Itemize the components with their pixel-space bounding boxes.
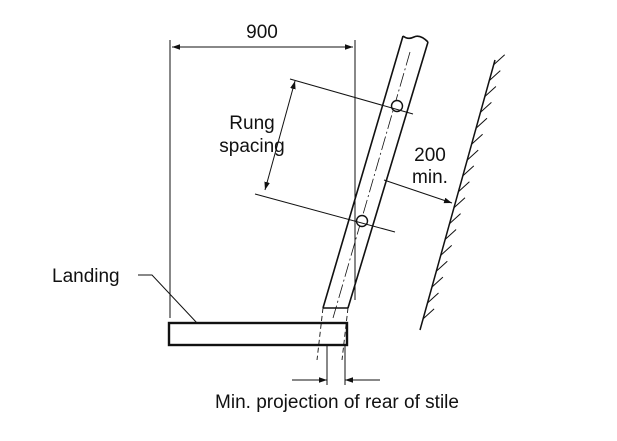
rung-lower bbox=[355, 214, 369, 228]
landing-platform bbox=[167, 321, 349, 347]
rung-spacing-label-1: Rung bbox=[229, 113, 274, 134]
landing: Landing bbox=[52, 266, 349, 347]
stile-break-top bbox=[402, 35, 429, 43]
rung-extension-upper bbox=[289, 78, 414, 115]
stile-rear-edge bbox=[347, 41, 429, 309]
landing-label: Landing bbox=[52, 266, 120, 287]
clearance-dimension: 200 min. bbox=[383, 145, 453, 204]
clearance-label-1: 200 bbox=[414, 145, 446, 166]
stile-front-edge bbox=[322, 35, 404, 309]
landing-leader bbox=[138, 274, 198, 324]
clearance-dimension-line bbox=[383, 179, 453, 204]
rung-extension-lower bbox=[254, 193, 396, 233]
width-dimension: 900 bbox=[169, 22, 356, 318]
stile-projection bbox=[292, 307, 380, 385]
rung-spacing-line bbox=[264, 80, 296, 191]
projection-hidden-rear bbox=[341, 307, 349, 361]
rung-spacing-dimension: Rung spacing bbox=[219, 78, 414, 233]
projection-hidden-front bbox=[316, 307, 324, 361]
stile-centreline bbox=[332, 51, 411, 319]
wall-hatching bbox=[422, 54, 506, 320]
wall bbox=[419, 54, 506, 331]
projection-caption: Min. projection of rear of stile bbox=[215, 392, 459, 413]
clearance-label-2: min. bbox=[412, 167, 448, 188]
rung-spacing-label-2: spacing bbox=[219, 136, 285, 157]
wall-face bbox=[419, 59, 496, 331]
width-dimension-label: 900 bbox=[246, 22, 278, 43]
